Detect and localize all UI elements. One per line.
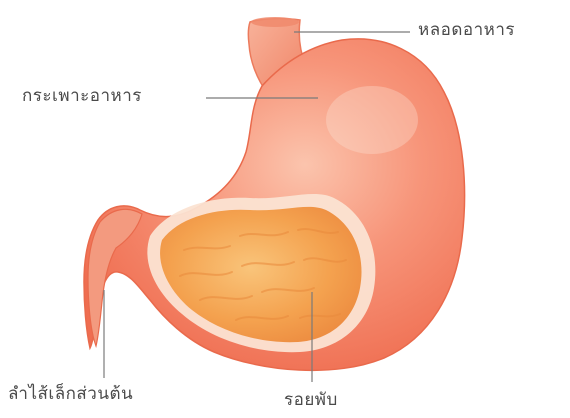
label-esophagus: หลอดอาหาร bbox=[418, 22, 515, 39]
body-highlight bbox=[326, 86, 418, 154]
label-stomach: กระเพาะอาหาร bbox=[22, 88, 142, 105]
esophagus-opening bbox=[251, 17, 299, 27]
label-duodenum: ลำไส้เล็กส่วนต้น bbox=[8, 386, 133, 403]
label-fold: รอยพับ bbox=[284, 392, 338, 409]
